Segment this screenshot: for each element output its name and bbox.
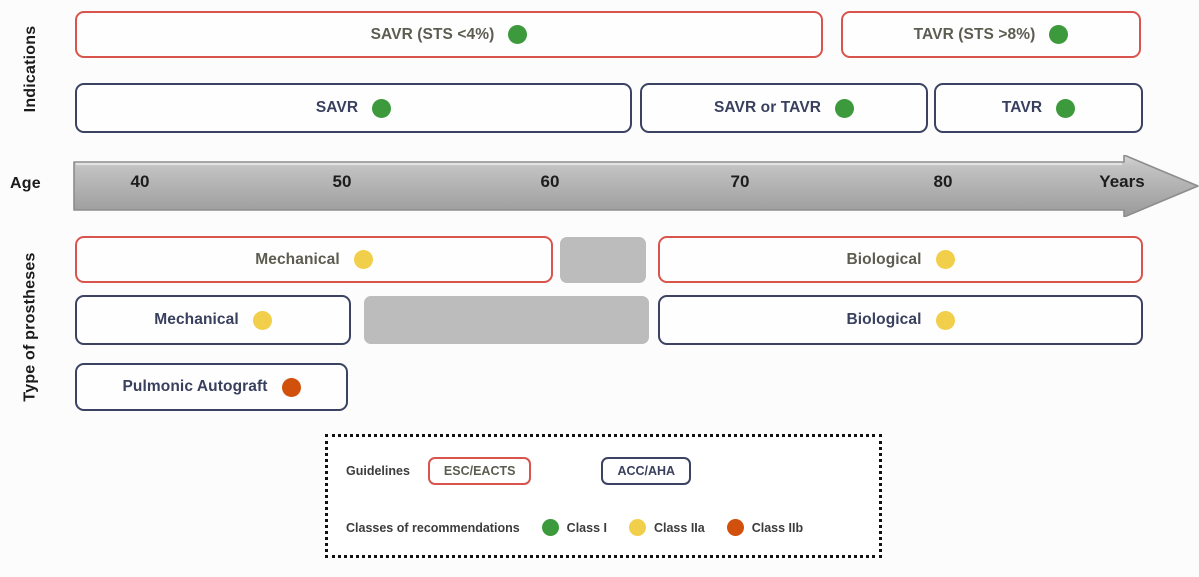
age-tick-40: 40: [130, 172, 150, 191]
age-tick-60: 60: [540, 172, 560, 191]
class-i-dot: [372, 98, 392, 118]
section-label-age: Age: [10, 175, 41, 192]
legend-class-iib: Class IIb: [726, 519, 804, 536]
prosthesis-acc-mechanical[interactable]: Mechanical: [75, 295, 351, 345]
age-tick-80: 80: [933, 172, 953, 191]
indication-esc-savr-label: SAVR (STS <4%): [370, 25, 495, 43]
indication-esc-tavr[interactable]: TAVR (STS >8%): [841, 11, 1141, 58]
legend-class-i: Class I: [541, 519, 607, 536]
indication-acc-tavr-label: TAVR: [1001, 99, 1043, 116]
legend-class-iia: Class IIa: [628, 519, 705, 536]
legend-chip-acc-aha[interactable]: ACC/AHA: [601, 457, 692, 485]
prosthesis-acc-pulmonic-autograft[interactable]: Pulmonic Autograft: [75, 363, 348, 411]
prosthesis-acc-biological[interactable]: Biological: [658, 295, 1143, 345]
section-label-indications: Indications: [22, 25, 39, 113]
class-iia-dot: [628, 519, 646, 536]
prosthesis-acc-pulmonic-autograft-label: Pulmonic Autograft: [122, 378, 268, 395]
legend-guidelines-caption: Guidelines: [346, 464, 410, 478]
indication-acc-tavr[interactable]: TAVR: [934, 83, 1143, 133]
class-iia-dot: [252, 310, 272, 330]
prosthesis-acc-biological-label: Biological: [846, 311, 922, 328]
prosthesis-esc-biological-label: Biological: [846, 250, 922, 268]
class-i-dot: [835, 98, 855, 118]
prosthesis-acc-mechanical-label: Mechanical: [154, 311, 239, 328]
indication-acc-savr-or-tavr-label: SAVR or TAVR: [713, 99, 822, 116]
age-axis-unit-label: Years: [1099, 172, 1145, 191]
class-iib-dot: [726, 519, 744, 536]
legend-class-iia-label: Class IIa: [653, 520, 705, 535]
prosthesis-esc-biological[interactable]: Biological: [658, 236, 1143, 283]
indication-acc-savr[interactable]: SAVR: [75, 83, 632, 133]
legend-chip-esc-eacts[interactable]: ESC/EACTS: [427, 457, 532, 485]
prosthesis-esc-gap-block: [560, 237, 646, 283]
class-i-dot: [1049, 25, 1069, 44]
legend-classes-caption: Classes of recommendations: [346, 520, 520, 535]
age-tick-50: 50: [332, 172, 352, 191]
class-iib-dot: [281, 377, 301, 397]
class-iia-dot: [935, 310, 955, 330]
class-i-dot: [541, 519, 559, 536]
age-tick-70: 70: [730, 172, 750, 191]
indication-esc-tavr-label: TAVR (STS >8%): [913, 25, 1036, 43]
legend-class-i-label: Class I: [566, 520, 607, 535]
prosthesis-acc-gap-block: [364, 296, 649, 344]
class-iia-dot: [935, 250, 955, 269]
legend-guidelines-row: Guidelines ESC/EACTS ACC/AHA: [346, 457, 692, 485]
indication-acc-savr-or-tavr[interactable]: SAVR or TAVR: [640, 83, 928, 133]
class-iia-dot: [353, 250, 373, 269]
section-label-prostheses: Type of prostheses: [21, 252, 39, 402]
indication-esc-savr[interactable]: SAVR (STS <4%): [75, 11, 823, 58]
class-i-dot: [508, 25, 528, 44]
prosthesis-esc-mechanical[interactable]: Mechanical: [75, 236, 553, 283]
legend-panel: Guidelines ESC/EACTS ACC/AHA Classes of …: [325, 434, 882, 558]
legend-class-iib-label: Class IIb: [751, 520, 804, 535]
prosthesis-esc-mechanical-label: Mechanical: [255, 250, 340, 268]
class-i-dot: [1056, 98, 1076, 118]
legend-classes-row: Classes of recommendations Class I Class…: [346, 519, 803, 536]
age-axis-arrow: [73, 155, 1199, 217]
indication-acc-savr-label: SAVR: [315, 99, 359, 116]
